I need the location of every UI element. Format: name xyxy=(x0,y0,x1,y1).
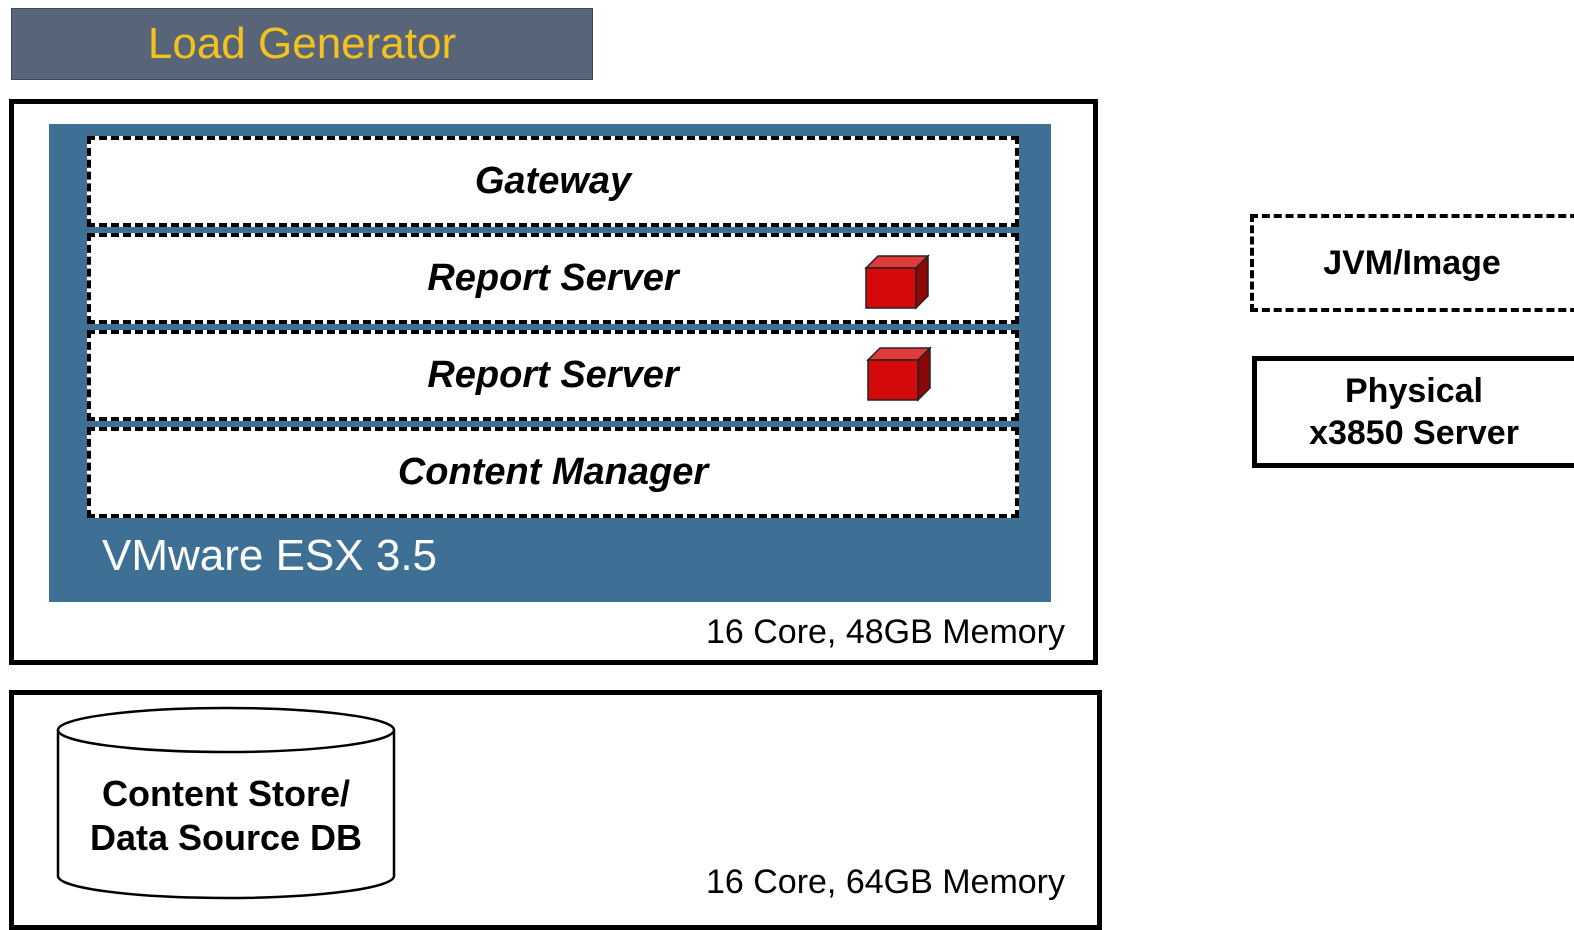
app-server-memory-label: 16 Core, 48GB Memory xyxy=(705,613,1065,651)
legend-jvm-image: JVM/Image xyxy=(1250,214,1574,312)
tier-label: Report Server xyxy=(427,354,679,396)
load-generator-label: Load Generator xyxy=(147,19,457,68)
tier-report-server-1: Report Server xyxy=(87,233,1019,324)
legend-physical-server: Physical x3850 Server xyxy=(1252,356,1574,468)
database-label-line1: Content Store/ xyxy=(102,773,350,814)
red-cube-icon xyxy=(866,346,932,402)
legend-jvm-label: JVM/Image xyxy=(1323,243,1501,282)
tier-label: Gateway xyxy=(474,160,632,202)
tier-report-server-2: Report Server xyxy=(87,330,1019,421)
tier-label: Report Server xyxy=(427,257,679,299)
legend-physical-line2: x3850 Server xyxy=(1309,414,1519,452)
tier-content-manager: Content Manager xyxy=(87,427,1019,518)
tier-label: Content Manager xyxy=(397,451,709,493)
tier-gateway: Gateway xyxy=(87,136,1019,227)
legend-physical-line1: Physical xyxy=(1345,372,1483,410)
database-label: Content Store/ Data Source DB xyxy=(60,772,392,860)
database-cylinder-icon xyxy=(56,706,396,900)
red-cube-icon xyxy=(864,254,930,310)
load-generator-banner: Load Generator xyxy=(11,8,593,80)
db-server-memory-label: 16 Core, 64GB Memory xyxy=(705,863,1065,901)
database-label-line2: Data Source DB xyxy=(89,817,363,858)
hypervisor-label: VMware ESX 3.5 xyxy=(102,531,438,580)
